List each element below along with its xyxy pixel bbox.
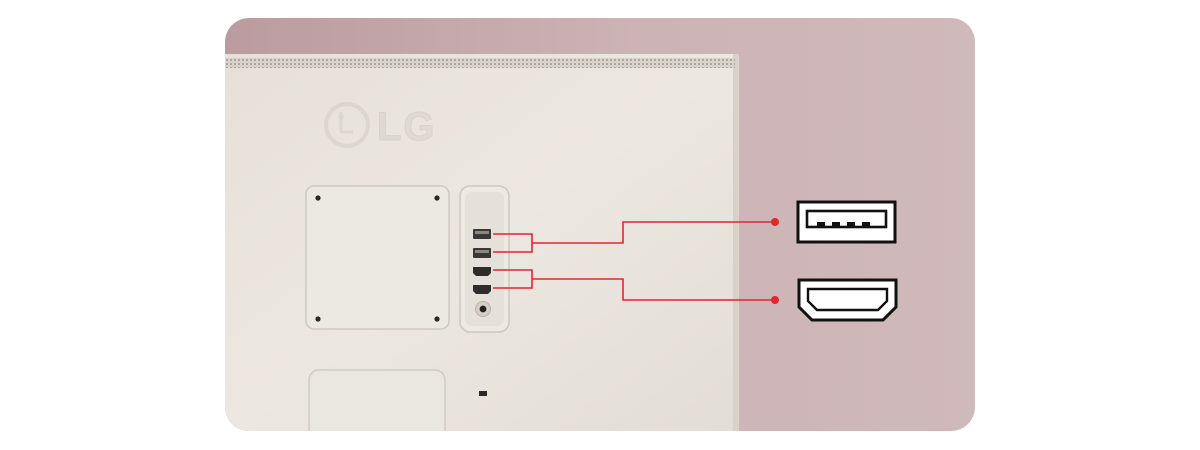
hdmi-port-icon xyxy=(797,278,898,322)
stand-recess xyxy=(308,369,487,431)
svg-text:LG: LG xyxy=(377,105,437,149)
callout-lines xyxy=(493,221,775,301)
hdmi-port xyxy=(473,285,491,294)
monitor-back-illustration: LG xyxy=(225,18,975,431)
port-panel xyxy=(459,185,510,333)
lg-logo: LG xyxy=(324,102,437,150)
monitor-edge xyxy=(733,54,739,431)
callout-dot-hdmi xyxy=(771,296,779,304)
hdmi-port xyxy=(473,267,491,276)
vent-strip xyxy=(225,58,735,68)
usb-port-icon xyxy=(796,200,897,244)
vesa-mount-plate xyxy=(305,185,450,330)
callout-dot-usb xyxy=(771,218,779,226)
audio-jack xyxy=(475,301,491,317)
product-image: LG xyxy=(225,18,975,431)
